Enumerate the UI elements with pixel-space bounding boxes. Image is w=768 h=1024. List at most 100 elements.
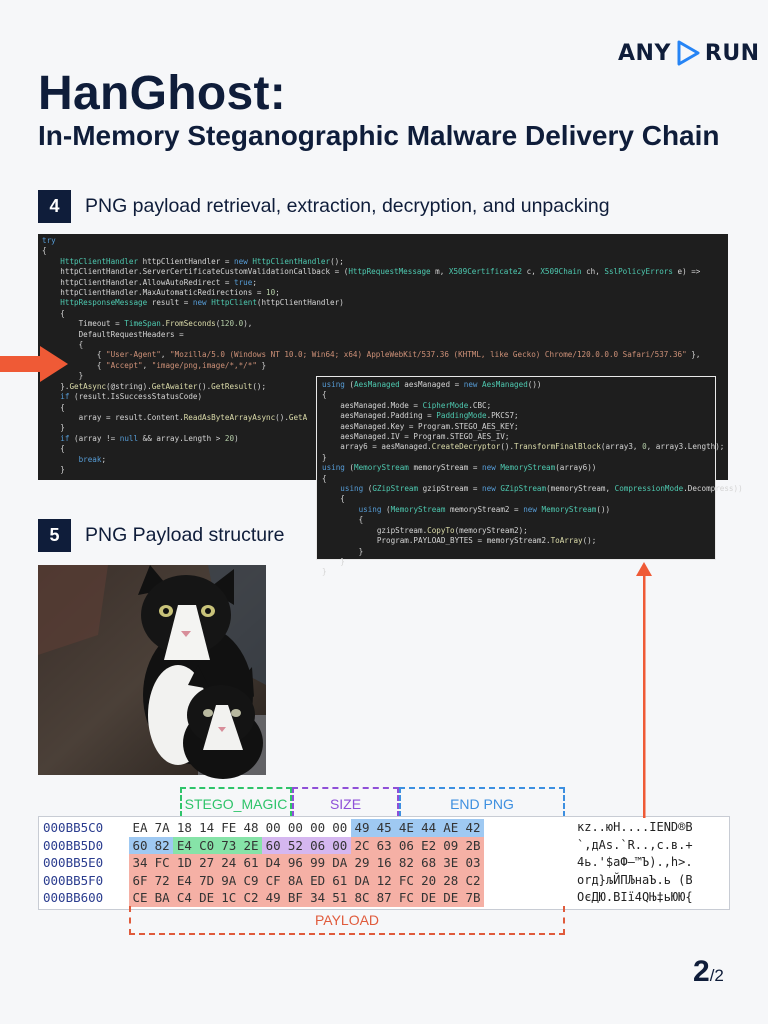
code-line: { — [42, 402, 65, 412]
code-line: httpClientHandler.ServerCertificateCusto… — [42, 267, 701, 277]
hex-byte: 8C — [354, 890, 370, 906]
end-png-bracket — [399, 787, 565, 817]
hex-byte: 06 — [398, 837, 414, 853]
code-line: HttpClientHandler httpClientHandler = ne… — [60, 256, 344, 266]
hex-address: 000BB5C0 — [43, 820, 104, 835]
hex-byte: 73 — [221, 837, 237, 853]
page-title: HanGhost: — [38, 67, 287, 120]
hex-byte: C9 — [243, 872, 259, 888]
code-line: { — [42, 340, 84, 350]
play-icon — [677, 40, 700, 66]
hex-byte: 12 — [376, 872, 392, 888]
code-line: gzipStream.CopyTo(memoryStream2); — [322, 525, 528, 535]
hex-address: 000BB600 — [43, 890, 104, 906]
hex-byte: AE — [443, 820, 459, 835]
hex-byte: 29 — [354, 855, 370, 871]
hex-byte: 8A — [287, 872, 303, 888]
hex-byte: 24 — [221, 855, 237, 871]
code-line: using (MemoryStream memoryStream2 = new … — [358, 504, 611, 514]
hex-byte: E2 — [421, 837, 437, 853]
hex-byte: CE — [132, 890, 148, 906]
code-line: HttpResponseMessage result = new HttpCli… — [60, 298, 344, 308]
step-4-header: 4 PNG payload retrieval, extraction, dec… — [38, 190, 610, 223]
end-png-label: END PNG — [450, 796, 514, 812]
hex-highlight — [173, 836, 263, 855]
step-number-badge: 5 — [38, 519, 71, 552]
stego-magic-label: STEGO_MAGIC — [184, 796, 288, 812]
hex-byte: ED — [310, 872, 326, 888]
hex-byte: 2B — [465, 837, 481, 853]
step-title: PNG payload retrieval, extraction, decry… — [85, 195, 610, 217]
arrow-up-icon — [636, 562, 652, 818]
hex-byte: 2E — [243, 837, 259, 853]
code-line: { — [322, 473, 327, 483]
hex-byte: 60 — [265, 837, 281, 853]
code-line: break; — [78, 454, 107, 464]
code-line: { — [322, 494, 345, 504]
hex-byte: 42 — [465, 820, 481, 835]
png-cover-image — [38, 565, 266, 779]
hex-byte: E4 — [176, 837, 192, 853]
code-line: using (MemoryStream memoryStream = new M… — [322, 463, 597, 473]
hex-byte: 09 — [443, 837, 459, 853]
hex-byte: 00 — [332, 820, 348, 835]
hex-highlight — [262, 836, 351, 855]
hex-byte: C2 — [243, 890, 259, 906]
hex-byte: 68 — [421, 855, 437, 871]
hex-ascii: orд}љЙПЉнаЪ.ь (В — [577, 872, 693, 887]
page-subtitle: In-Memory Steganographic Malware Deliver… — [38, 120, 720, 151]
hex-byte: 44 — [421, 820, 437, 835]
hex-byte: 61 — [243, 855, 259, 871]
code-line: using (AesManaged aesManaged = new AesMa… — [322, 380, 542, 389]
hex-byte: 1C — [221, 890, 237, 906]
hex-byte: FC — [398, 872, 414, 888]
hex-byte: FE — [221, 820, 237, 835]
code-line: } — [42, 423, 65, 433]
hex-byte: FC — [398, 890, 414, 906]
hex-byte: 49 — [354, 820, 370, 835]
hex-byte: 27 — [199, 855, 215, 871]
hex-highlight — [129, 836, 174, 855]
code-line: Timeout = TimeSpan.FromSeconds(120.0), — [42, 319, 253, 329]
code-line: { — [322, 515, 364, 525]
code-line: } — [42, 371, 84, 381]
hex-byte: 82 — [154, 837, 170, 853]
hex-byte: 2C — [354, 837, 370, 853]
step-number-badge: 4 — [38, 190, 71, 223]
page-indicator: 2/2 — [693, 955, 724, 989]
logo-text-right: RUN — [704, 40, 760, 66]
code-line: aesManaged.IV = Program.STEGO_AES_IV; — [322, 432, 510, 442]
hex-byte: DE — [443, 890, 459, 906]
code-line: } — [322, 546, 364, 556]
code-line: try — [42, 236, 56, 245]
step-title: PNG Payload structure — [85, 524, 285, 546]
hex-highlight — [129, 871, 485, 890]
code-line: httpClientHandler.AllowAutoRedirect = tr… — [42, 277, 257, 287]
hex-byte: 52 — [287, 837, 303, 853]
code-line: { — [42, 308, 65, 318]
code-line: { — [322, 390, 327, 400]
hex-byte: 00 — [265, 820, 281, 835]
size-bracket — [292, 787, 399, 817]
step-5-header: 5 PNG Payload structure — [38, 519, 284, 552]
hex-byte: BF — [287, 890, 303, 906]
hex-byte: 20 — [421, 872, 437, 888]
size-label: SIZE — [329, 796, 362, 812]
hex-byte: 34 — [132, 855, 148, 871]
hex-byte: 72 — [154, 872, 170, 888]
code-line: aesManaged.Mode = CipherMode.CBC; — [322, 400, 492, 410]
hex-byte: 14 — [199, 820, 215, 835]
hex-byte: 00 — [332, 837, 348, 853]
hex-byte: 60 — [132, 837, 148, 853]
hex-ascii: кz..юH....IEND®B — [577, 820, 693, 834]
code-line: { — [42, 444, 65, 454]
hex-byte: 06 — [310, 837, 326, 853]
hex-ascii: `,дАs.`R..,c.в.+ — [577, 837, 693, 852]
arrow-right-icon — [0, 346, 68, 382]
hex-byte: E4 — [176, 872, 192, 888]
page-total: /2 — [709, 966, 724, 985]
hex-highlight — [351, 819, 485, 837]
hex-address: 000BB5F0 — [43, 872, 104, 888]
